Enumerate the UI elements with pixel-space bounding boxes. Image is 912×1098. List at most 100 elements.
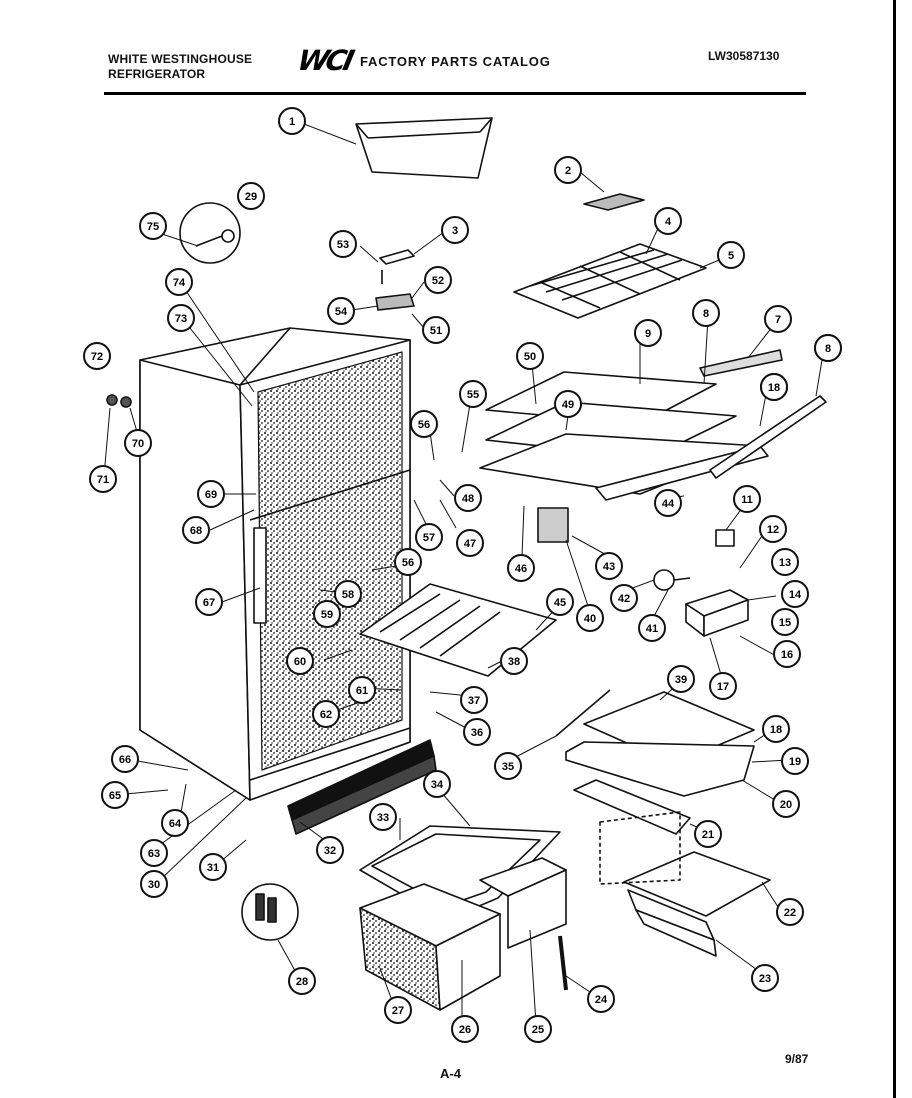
part-light-assembly <box>537 507 749 637</box>
callout-35: 35 <box>494 752 522 780</box>
callout-18: 18 <box>762 715 790 743</box>
callout-14: 14 <box>781 580 809 608</box>
callout-number: 41 <box>646 623 658 635</box>
callout-number: 20 <box>780 799 792 811</box>
callout-38: 38 <box>500 647 528 675</box>
callout-number: 47 <box>464 538 476 550</box>
callout-circle <box>329 230 357 258</box>
callout-circle <box>694 820 722 848</box>
callout-circle <box>610 584 638 612</box>
callout-circle <box>507 554 535 582</box>
callout-29: 29 <box>237 182 265 210</box>
callout-8: 8 <box>692 299 720 327</box>
part-freezer-floor <box>479 349 827 501</box>
product-type: REFRIGERATOR <box>108 67 206 81</box>
callout-number: 68 <box>190 525 202 537</box>
callout-number: 36 <box>471 727 483 739</box>
callout-68: 68 <box>182 516 210 544</box>
callout-number: 9 <box>645 328 651 340</box>
callout-number: 18 <box>768 382 780 394</box>
callout-65: 65 <box>101 781 129 809</box>
callout-18: 18 <box>760 373 788 401</box>
callout-number: 4 <box>665 216 672 228</box>
part-hinge-lower <box>241 883 299 941</box>
callout-circle <box>165 268 193 296</box>
callout-circle <box>422 316 450 344</box>
callout-circle <box>546 588 574 616</box>
date-code: 9/87 <box>785 1052 809 1066</box>
document-number: LW30587130 <box>708 49 780 63</box>
callout-36: 36 <box>463 718 491 746</box>
callout-number: 30 <box>148 879 160 891</box>
callout-circle <box>454 484 482 512</box>
part-glass-shelf <box>555 689 755 835</box>
callout-circle <box>781 747 809 775</box>
callout-55: 55 <box>459 380 487 408</box>
callout-circle <box>316 836 344 864</box>
callout-63: 63 <box>140 839 168 867</box>
part-crisper-drawer <box>359 857 567 1011</box>
callout-circle <box>161 809 189 837</box>
callout-number: 8 <box>703 308 709 320</box>
callout-number: 50 <box>524 351 536 363</box>
callout-57: 57 <box>415 523 443 551</box>
callout-circle <box>654 207 682 235</box>
callout-26: 26 <box>451 1015 479 1043</box>
callout-46: 46 <box>507 554 535 582</box>
callout-56: 56 <box>394 548 422 576</box>
callout-19: 19 <box>781 747 809 775</box>
callout-58: 58 <box>334 580 362 608</box>
callout-circle <box>348 676 376 704</box>
callout-52: 52 <box>424 266 452 294</box>
callout-number: 64 <box>169 818 182 830</box>
callout-circle <box>814 334 842 362</box>
callout-number: 57 <box>423 532 435 544</box>
callout-20: 20 <box>772 790 800 818</box>
callout-2: 2 <box>554 156 582 184</box>
callout-number: 46 <box>515 563 527 575</box>
callout-circle <box>278 107 306 135</box>
callout-circle <box>124 429 152 457</box>
callout-number: 38 <box>508 656 520 668</box>
callout-circle <box>101 781 129 809</box>
part-toe-grille <box>287 739 437 835</box>
callout-number: 1 <box>289 116 295 128</box>
callout-number: 49 <box>562 399 574 411</box>
callout-number: 16 <box>781 649 793 661</box>
part-meat-drawer <box>599 811 771 957</box>
callout-circle <box>394 548 422 576</box>
callout-40: 40 <box>576 604 604 632</box>
callout-number: 72 <box>91 351 103 363</box>
callout-21: 21 <box>694 820 722 848</box>
callout-number: 63 <box>148 848 160 860</box>
callout-28: 28 <box>288 967 316 995</box>
callout-circle <box>781 580 809 608</box>
callout-circle <box>195 588 223 616</box>
callout-23: 23 <box>751 964 779 992</box>
callout-circle <box>554 156 582 184</box>
callout-number: 71 <box>97 474 109 486</box>
callout-circle <box>771 548 799 576</box>
callout-number: 61 <box>356 685 368 697</box>
callout-56: 56 <box>410 410 438 438</box>
callout-34: 34 <box>423 770 451 798</box>
callout-64: 64 <box>161 809 189 837</box>
callout-circle <box>759 515 787 543</box>
callout-51: 51 <box>422 316 450 344</box>
callout-circle <box>384 996 412 1024</box>
callout-number: 34 <box>431 779 444 791</box>
callout-number: 17 <box>717 681 729 693</box>
callout-number: 45 <box>554 597 566 609</box>
callout-number: 25 <box>532 1024 544 1036</box>
callout-47: 47 <box>456 529 484 557</box>
callout-number: 12 <box>767 524 779 536</box>
callout-66: 66 <box>111 745 139 773</box>
callout-circle <box>654 489 682 517</box>
part-freezer-shelf <box>513 243 707 319</box>
callout-number: 11 <box>741 494 753 506</box>
callout-circle <box>751 964 779 992</box>
callout-circle <box>237 182 265 210</box>
callout-circle <box>334 580 362 608</box>
callout-number: 55 <box>467 389 479 401</box>
callout-circle <box>441 216 469 244</box>
